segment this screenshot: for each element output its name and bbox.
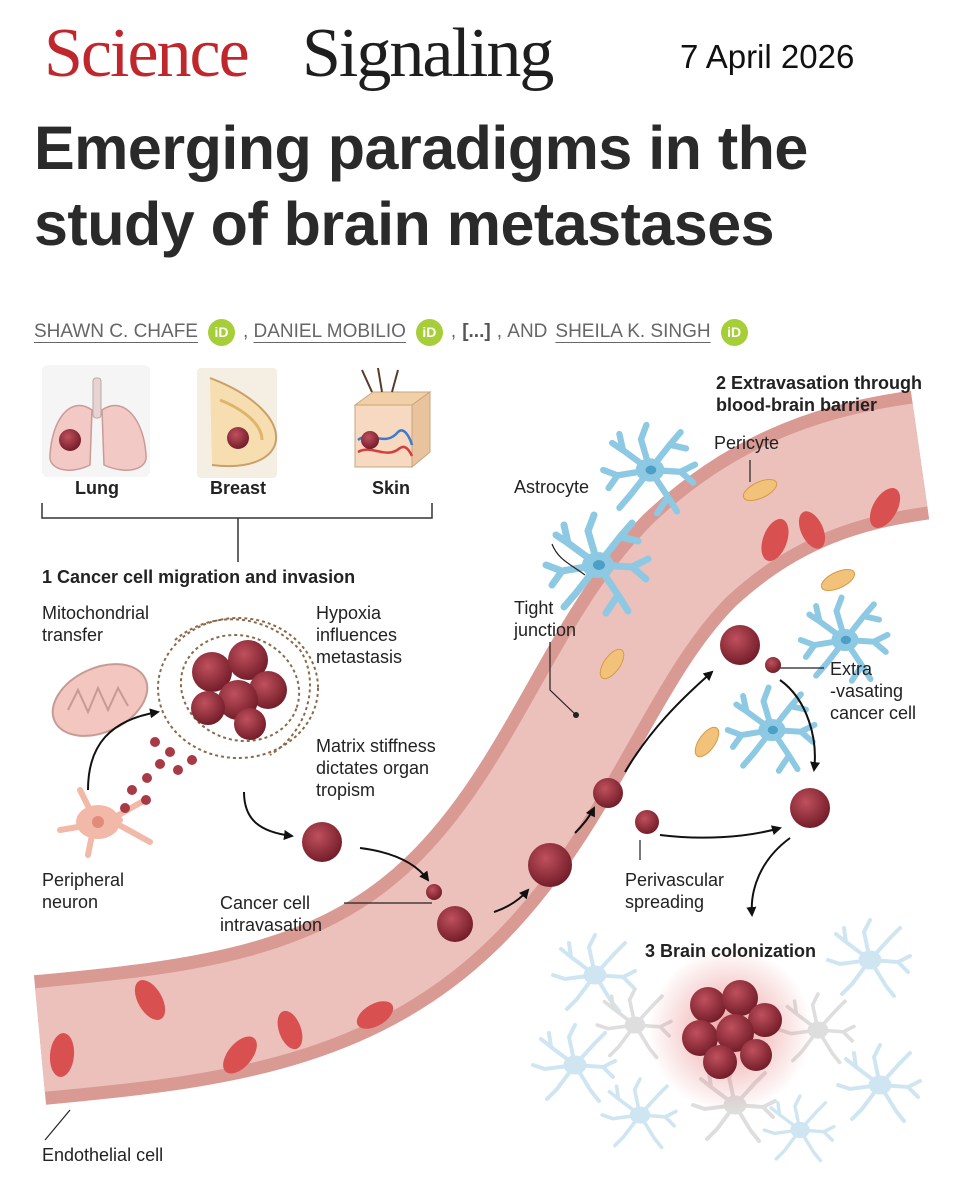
author-separator: ,	[450, 321, 457, 342]
journal-name-science: Science	[44, 15, 250, 92]
primary-tumor-cluster	[191, 640, 287, 740]
label-hypoxia-2: influences	[316, 625, 397, 645]
label-perivascular-1: Perivascular	[625, 870, 724, 890]
organ-label-breast: Breast	[210, 478, 266, 498]
author-link[interactable]: SHAWN C. CHAFE	[34, 321, 198, 342]
author-conjunction: AND	[507, 321, 548, 342]
article-title: Emerging paradigms in the study of brain…	[34, 114, 808, 258]
label-pericyte: Pericyte	[714, 433, 779, 453]
author-link[interactable]: SHEILA K. SINGH	[555, 321, 711, 342]
mito-transfer-arrow	[87, 708, 160, 791]
perivascular-arrow	[659, 825, 782, 839]
extravasation-arrow	[779, 679, 821, 772]
label-matrix-2: dictates organ	[316, 758, 429, 778]
label-peripheral-neuron-1: Peripheral	[42, 870, 124, 890]
author-list: SHAWN C. CHAFE iD , DANIEL MOBILIO iD , …	[34, 314, 756, 350]
label-extravasating-3: cancer cell	[830, 703, 916, 723]
label-intravasation-2: intravasation	[220, 915, 322, 935]
flow-arrow-3	[624, 670, 714, 773]
label-intravasation-1: Cancer cell	[220, 893, 310, 913]
extravasated-cancer-cell	[790, 788, 830, 828]
journal-name-signaling: Signaling	[302, 15, 554, 92]
intravasation-arrow	[359, 847, 430, 882]
astrocyte-leader	[551, 543, 586, 576]
orcid-icon[interactable]: iD	[720, 318, 748, 346]
lung-icon	[49, 377, 147, 471]
skin-icon	[353, 367, 432, 469]
brain-metastasis-cluster	[682, 980, 782, 1079]
pericyte-cells	[599, 478, 856, 758]
tight-junction-leader	[549, 642, 577, 716]
label-matrix-1: Matrix stiffness	[316, 736, 436, 756]
circulating-tumor-cells	[528, 625, 781, 887]
label-extravasating-1: Extra	[830, 659, 873, 679]
step2-heading-line1: 2 Extravasation through	[716, 373, 922, 393]
colonization-arrow	[746, 837, 791, 917]
more-authors-button[interactable]: [...]	[462, 321, 491, 342]
label-mitochondrial-transfer-1: Mitochondrial	[42, 603, 149, 623]
detach-arrow	[243, 791, 294, 840]
flow-arrow-2	[574, 806, 595, 834]
endothelial-leader	[44, 1109, 71, 1141]
breast-icon	[209, 377, 278, 468]
label-mitochondrial-transfer-2: transfer	[42, 625, 103, 645]
mitochondrion-icon	[51, 663, 149, 737]
label-tight-junction-2: junction	[513, 620, 576, 640]
label-hypoxia-1: Hypoxia	[316, 603, 382, 623]
peripheral-neuron-icon	[57, 787, 153, 858]
intravasating-cancer-cell	[426, 884, 473, 942]
label-matrix-3: tropism	[316, 780, 375, 800]
red-blood-cells	[49, 488, 901, 1077]
label-peripheral-neuron-2: neuron	[42, 892, 98, 912]
organ-label-lung: Lung	[75, 478, 119, 498]
organ-label-skin: Skin	[372, 478, 410, 498]
ecm-matrix	[157, 617, 319, 759]
label-astrocyte: Astrocyte	[514, 477, 589, 497]
label-perivascular-2: spreading	[625, 892, 704, 912]
orcid-icon[interactable]: iD	[207, 318, 235, 346]
step2-heading-line2: blood-brain barrier	[716, 395, 877, 415]
mitochondria-particles	[120, 737, 197, 813]
label-endothelial-cell: Endothelial cell	[42, 1145, 163, 1165]
migrating-cancer-cell	[302, 822, 342, 862]
author-separator: ,	[496, 321, 502, 342]
step1-heading: 1 Cancer cell migration and invasion	[42, 567, 355, 587]
author-link[interactable]: DANIEL MOBILIO	[253, 321, 406, 342]
flow-arrow-1	[493, 888, 530, 913]
label-hypoxia-3: metastasis	[316, 647, 402, 667]
label-extravasating-2: -vasating	[830, 681, 903, 701]
author-separator: ,	[242, 321, 249, 342]
organ-bracket	[41, 503, 433, 562]
publication-date: 7 April 2026	[680, 38, 855, 75]
vessel-lumen	[35, 403, 928, 1092]
tight-junction-marker	[573, 712, 579, 718]
label-tight-junction-1: Tight	[514, 598, 553, 618]
orcid-icon[interactable]: iD	[415, 318, 443, 346]
step3-heading: 3 Brain colonization	[645, 941, 816, 961]
